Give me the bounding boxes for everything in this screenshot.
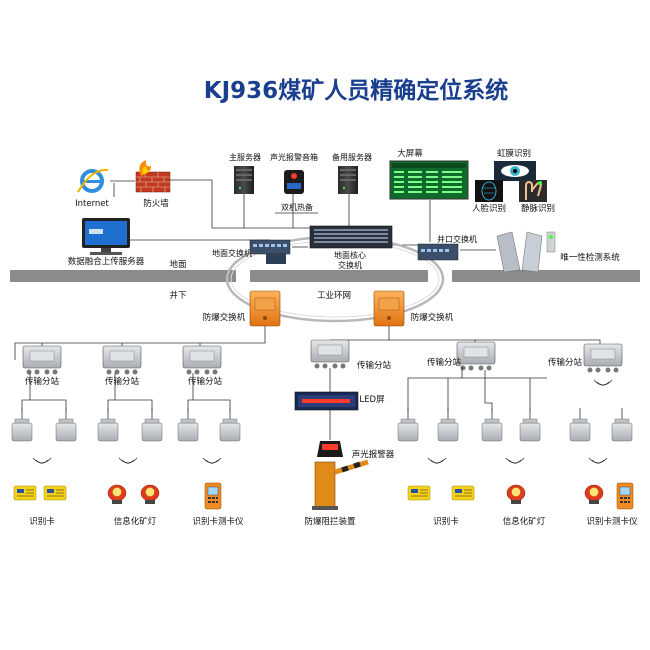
- iris-label: 虹膜识别: [497, 148, 531, 159]
- ground-band-mid: [250, 270, 428, 282]
- lamp-left-label: 信息化矿灯: [114, 516, 157, 527]
- tester-icon: [616, 482, 634, 510]
- hot-standby-label: 双机热备: [281, 202, 313, 212]
- lamp-right-label: 信息化矿灯: [503, 516, 546, 527]
- diagram-title: KJ936煤矿人员精确定位系统: [204, 77, 508, 104]
- firewall-icon: [135, 160, 171, 193]
- big-screen-icon: [389, 160, 469, 200]
- barrier-label: 防爆阻拦装置: [304, 516, 356, 527]
- substation-1: [22, 345, 62, 375]
- card-icon: [451, 485, 475, 501]
- card-icon: [407, 485, 431, 501]
- reader-icon: [97, 407, 119, 442]
- substation-5: [456, 341, 496, 371]
- uniqueness-label: 唯一性检测系统: [560, 252, 620, 263]
- tester-left-label: 识别卡测卡仪: [192, 516, 244, 527]
- reader-icon: [11, 407, 33, 442]
- wireless-icon: [427, 457, 447, 464]
- gate-icon: [496, 231, 556, 273]
- server-icon: [234, 166, 254, 194]
- reader-icon: [177, 407, 199, 442]
- core-switch-label-2: 交换机: [338, 260, 362, 270]
- card-icon: [13, 485, 37, 501]
- speaker-icon: [284, 170, 304, 194]
- substation-3: [182, 345, 222, 375]
- wireless-icon: [118, 457, 138, 464]
- data-upload-server-label: 数据融合上传服务器: [68, 256, 145, 267]
- face-label: 人脸识别: [472, 203, 506, 214]
- alarm-icon: [317, 441, 343, 457]
- wireless-icon: [505, 457, 525, 464]
- core-switch-label-1: 地面核心: [334, 250, 366, 260]
- reader-icon: [611, 407, 633, 442]
- firewall-label: 防火墙: [143, 198, 169, 209]
- internet-explorer-icon: [77, 168, 109, 193]
- tester-right-label: 识别卡测卡仪: [586, 516, 638, 527]
- led-screen-label: LED屏: [359, 395, 385, 405]
- sub1-label: 传输分站: [25, 376, 60, 387]
- alarm-speaker-label: 声光报警音箱: [270, 152, 318, 162]
- substation-2: [102, 345, 142, 375]
- ground-band-left: [10, 270, 236, 282]
- underground-label: 井下: [169, 290, 187, 301]
- internet-label: Internet: [75, 199, 109, 209]
- lamp-icon: [584, 484, 604, 505]
- card-icon: [43, 485, 67, 501]
- port-switch-icon: [417, 243, 459, 261]
- reader-icon: [55, 407, 77, 442]
- ring-network-label: 工业环网: [317, 290, 351, 301]
- backup-server-label: 备用服务器: [332, 152, 372, 162]
- reader-icon: [219, 407, 241, 442]
- vein-icon: [519, 180, 547, 202]
- card-left-label: 识别卡: [29, 516, 55, 527]
- led-screen-icon: [294, 391, 359, 411]
- audible-alarm-label: 声光报警器: [352, 449, 395, 460]
- lamp-icon: [506, 484, 526, 505]
- backup-server-icon: [338, 166, 358, 194]
- sub4-label: 传输分站: [357, 360, 392, 371]
- reader-icon: [397, 407, 419, 442]
- substation-4: [310, 339, 350, 369]
- wireless-icon: [32, 457, 52, 464]
- wireless-icon: [593, 379, 613, 386]
- substation-6: [583, 343, 623, 373]
- reader-icon: [141, 407, 163, 442]
- switch-icon: [249, 239, 291, 264]
- sub5-label: 传输分站: [427, 357, 462, 368]
- barrier-icon: [312, 459, 369, 510]
- surface-label: 地面: [169, 259, 187, 270]
- lamp-icon: [140, 484, 160, 505]
- sub2-label: 传输分站: [105, 376, 140, 387]
- card-right-label: 识别卡: [433, 516, 459, 527]
- ground-band-right: [452, 270, 640, 282]
- reader-icon: [569, 407, 591, 442]
- reader-icon: [519, 407, 541, 442]
- vein-label: 静脉识别: [521, 203, 555, 214]
- ex-switch-left-label: 防爆交换机: [203, 312, 246, 323]
- core-switch-icon: [309, 225, 393, 249]
- lamp-icon: [107, 484, 127, 505]
- reader-icon: [437, 407, 459, 442]
- sub6-label: 传输分站: [548, 357, 583, 368]
- ex-switch-right-icon: [373, 290, 405, 327]
- ex-switch-left-icon: [249, 290, 281, 327]
- sub3-label: 传输分站: [188, 376, 223, 387]
- ground-switch-label: 地面交换机: [212, 248, 252, 258]
- wireless-icon: [202, 457, 222, 464]
- port-switch-label: 井口交换机: [437, 234, 477, 244]
- ex-switch-right-label: 防爆交换机: [411, 312, 454, 323]
- wireless-icon: [588, 457, 608, 464]
- reader-icon: [481, 407, 503, 442]
- big-screen-label: 大屏幕: [397, 148, 423, 159]
- iris-icon: [494, 161, 536, 181]
- computer-icon: [82, 218, 130, 255]
- tester-icon: [204, 482, 222, 510]
- face-icon: [475, 180, 503, 202]
- main-server-label: 主服务器: [229, 152, 261, 162]
